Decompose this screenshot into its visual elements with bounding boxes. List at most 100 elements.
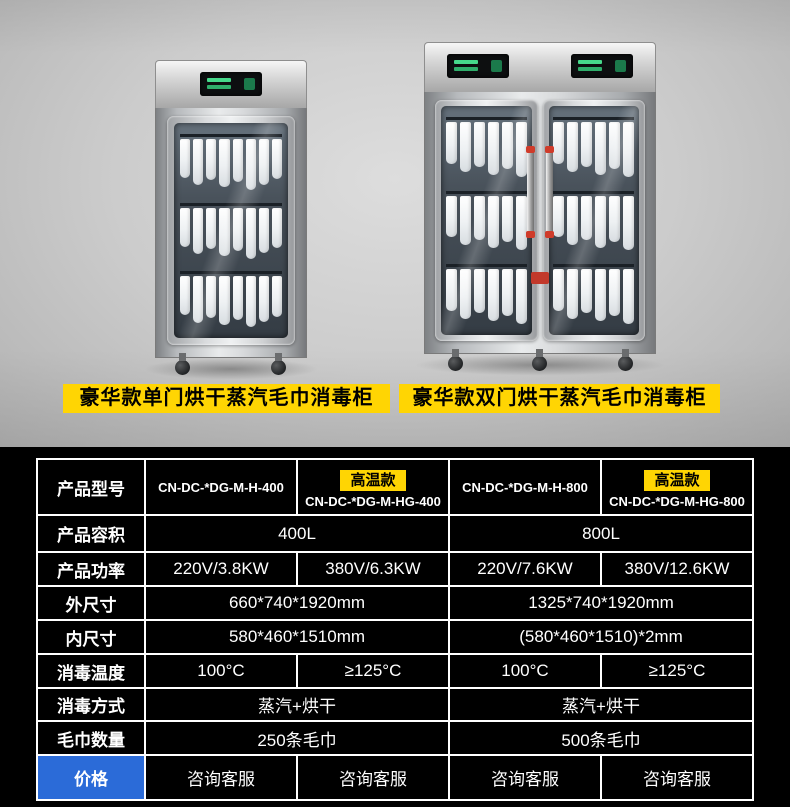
towel (609, 269, 621, 316)
power-cell: 380V/12.6KW (600, 551, 754, 587)
cabinet-body (424, 92, 656, 354)
towel (595, 269, 607, 322)
row-header-method: 消毒方式 (36, 687, 146, 722)
towel (553, 269, 565, 311)
towel-shelf (179, 133, 283, 196)
towel (272, 207, 283, 249)
high-temp-badge: 高温款 (644, 469, 710, 491)
towel (595, 195, 607, 248)
towel-shelf (553, 190, 635, 257)
model-cell: CN-DC-*DG-M-H-400 (144, 458, 298, 516)
towel (232, 276, 243, 320)
table-row-inner-size: 内尺寸 580*460*1510mm (580*460*1510)*2mm (36, 619, 754, 655)
towel (553, 122, 565, 165)
towel (473, 269, 485, 314)
towel (567, 269, 579, 319)
cabinet-control-panel (155, 60, 307, 108)
towel (487, 269, 499, 322)
cabinet-body (155, 108, 307, 358)
inner-size-cell: 580*460*1510mm (144, 619, 450, 655)
towel (515, 122, 527, 178)
towel (567, 195, 579, 246)
towel (245, 276, 256, 328)
spec-table-section: 产品型号 CN-DC-*DG-M-H-400 高温款 CN-DC-*DG-M-H… (0, 447, 790, 807)
towel (219, 207, 230, 257)
temperature-cell: 100°C (144, 653, 298, 689)
temperature-cell: ≥125°C (296, 653, 450, 689)
towel-shelf (179, 202, 283, 265)
towel (567, 122, 579, 173)
volume-cell: 400L (144, 514, 450, 553)
towel (595, 122, 607, 175)
towel (609, 122, 621, 170)
towel (501, 122, 513, 170)
table-row-model: 产品型号 CN-DC-*DG-M-H-400 高温款 CN-DC-*DG-M-H… (36, 458, 754, 516)
price-cell: 咨询客服 (448, 754, 602, 801)
table-row-method: 消毒方式 蒸汽+烘干 蒸汽+烘干 (36, 687, 754, 722)
product-label-double: 豪华款双门烘干蒸汽毛巾消毒柜 (399, 384, 720, 413)
towel (623, 269, 635, 324)
row-header-outer-size: 外尺寸 (36, 585, 146, 621)
towel-shelf (445, 264, 527, 330)
volume-cell: 800L (448, 514, 754, 553)
towel (581, 122, 593, 167)
towel (501, 195, 513, 243)
towel (473, 195, 485, 240)
model-cell-inner: 高温款 CN-DC-*DG-M-HG-400 (299, 466, 447, 509)
caster-wheel (532, 349, 547, 371)
towel (272, 276, 283, 318)
price-cell: 咨询客服 (144, 754, 298, 801)
towel (459, 122, 471, 173)
table-row-power: 产品功率 220V/3.8KW 380V/6.3KW 220V/7.6KW 38… (36, 551, 754, 587)
towel (206, 207, 217, 249)
row-header-volume: 产品容积 (36, 514, 146, 553)
cabinet-door (167, 116, 295, 345)
door-handle-left (526, 146, 535, 238)
towel (487, 122, 499, 175)
inner-size-cell: (580*460*1510)*2mm (448, 619, 754, 655)
towel (192, 138, 204, 186)
towel (192, 207, 204, 254)
towel (459, 195, 471, 246)
method-cell: 蒸汽+烘干 (144, 687, 450, 722)
towel (206, 276, 217, 318)
row-header-inner-size: 内尺寸 (36, 619, 146, 655)
cabinet-door-left (435, 100, 538, 341)
product-photo-section: 豪华款单门烘干蒸汽毛巾消毒柜 豪华款双门烘干蒸汽毛巾消毒柜 (0, 0, 790, 447)
door-glass (174, 123, 288, 338)
control-display (447, 54, 509, 78)
cabinet-doors (425, 92, 655, 353)
model-number: CN-DC-*DG-M-HG-400 (305, 493, 441, 509)
control-display (200, 72, 262, 96)
door-glass (548, 106, 639, 335)
towel (445, 122, 457, 165)
door-glass (441, 106, 532, 335)
towel (473, 122, 485, 167)
model-number: CN-DC-*DG-M-HG-800 (609, 493, 745, 509)
towel-shelf (553, 117, 635, 183)
row-header-model: 产品型号 (36, 458, 146, 516)
product-label-single: 豪华款单门烘干蒸汽毛巾消毒柜 (63, 384, 390, 413)
high-temp-badge: 高温款 (340, 469, 406, 491)
model-cell-high-temp: 高温款 CN-DC-*DG-M-HG-800 (600, 458, 754, 516)
towel (232, 207, 243, 252)
row-header-temperature: 消毒温度 (36, 653, 146, 689)
towel (179, 207, 190, 247)
model-cell-inner: 高温款 CN-DC-*DG-M-HG-800 (603, 466, 751, 509)
towel-count-cell: 250条毛巾 (144, 720, 450, 756)
towel (515, 269, 527, 324)
temperature-cell: ≥125°C (600, 653, 754, 689)
table-row-volume: 产品容积 400L 800L (36, 514, 754, 553)
single-door-cabinet-photo (141, 60, 321, 380)
outer-size-cell: 1325*740*1920mm (448, 585, 754, 621)
caster-wheel (448, 349, 463, 371)
towel (623, 122, 635, 178)
towel (245, 207, 256, 259)
table-row-price: 价格 咨询客服 咨询客服 咨询客服 咨询客服 (36, 754, 754, 801)
table-row-temperature: 消毒温度 100°C ≥125°C 100°C ≥125°C (36, 653, 754, 689)
row-header-power: 产品功率 (36, 551, 146, 587)
row-header-price: 价格 (36, 754, 146, 801)
towel (179, 138, 190, 178)
outer-size-cell: 660*740*1920mm (144, 585, 450, 621)
